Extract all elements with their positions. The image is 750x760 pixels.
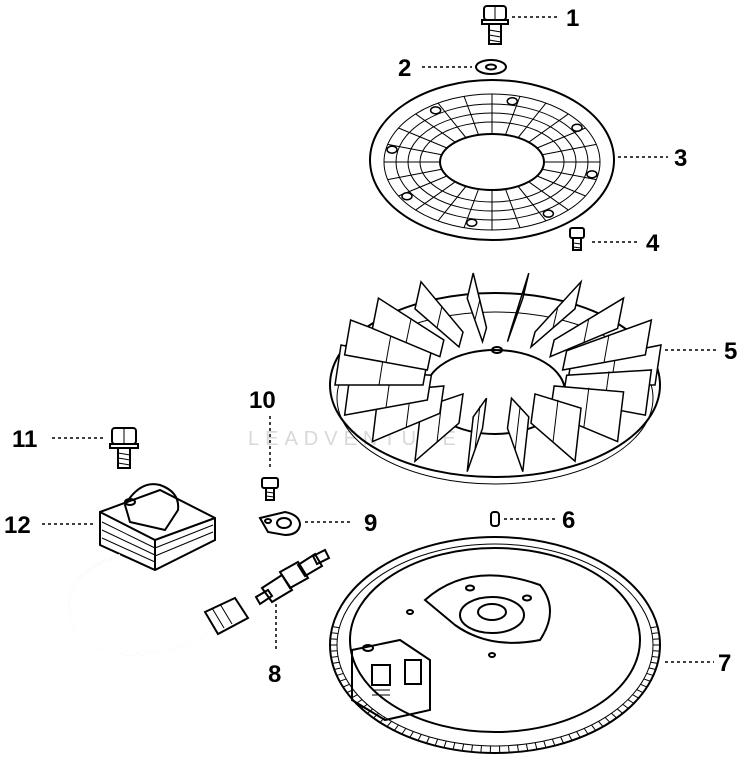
callout-11: 11 (12, 426, 37, 453)
callout-1: 1 (566, 5, 579, 32)
callout-2: 2 (398, 55, 411, 82)
callout-4: 4 (646, 230, 660, 257)
washer-part-2 (475, 59, 507, 75)
callout-5: 5 (724, 338, 737, 365)
clamp-part-9 (258, 510, 302, 537)
callout-9: 9 (364, 510, 377, 537)
callout-12: 12 (4, 512, 31, 539)
watermark: LEADVENTURE (248, 428, 462, 450)
bolt-part-11 (109, 427, 139, 469)
callout-6: 6 (562, 507, 575, 534)
callout-labels: 1 2 3 4 5 6 7 8 9 10 11 12 (4, 5, 737, 688)
spark-plug-part-8 (254, 548, 331, 606)
flywheel-part-7 (329, 536, 661, 754)
ignition-module-part-12 (67, 483, 250, 656)
screen-part-3 (369, 79, 615, 241)
bolt-part-1 (481, 5, 509, 45)
callout-10: 10 (249, 387, 276, 414)
screw-part-4 (569, 227, 585, 251)
leader-lines (42, 16, 718, 663)
key-part-6 (490, 511, 500, 527)
callout-7: 7 (718, 650, 731, 677)
callout-3: 3 (674, 145, 687, 172)
fan-part-5 (329, 272, 662, 485)
screw-part-10 (261, 477, 279, 501)
callout-8: 8 (268, 661, 281, 688)
